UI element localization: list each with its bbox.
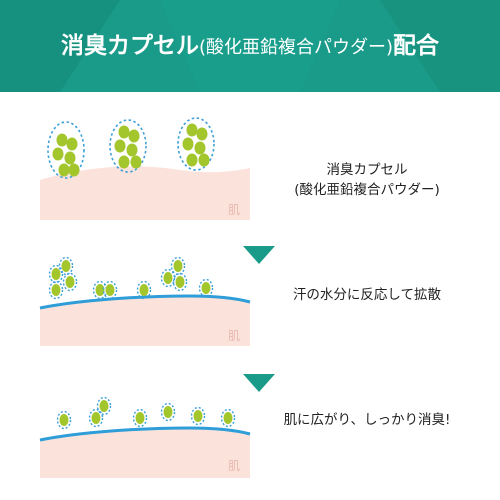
capsule-single-1 — [136, 280, 152, 300]
banner-title-end: 配合 — [393, 33, 440, 59]
capsule-cluster-2 — [109, 119, 147, 173]
step-1-illustration: 肌 — [40, 117, 250, 220]
banner-pattern — [0, 0, 500, 92]
step-3-skin-label: 肌 — [228, 459, 240, 473]
capsule-single-2 — [198, 278, 214, 298]
step-1-text-line2: (酸化亜鉛複合パウダー) — [294, 182, 440, 198]
capsule-cluster-5 — [160, 256, 188, 292]
step-1-text-line1: 消臭カプセル — [326, 162, 408, 178]
step-2-skin-label: 肌 — [228, 329, 240, 343]
capsule-cluster-4 — [48, 256, 78, 300]
step-1-skin-label: 肌 — [228, 203, 240, 217]
step-2-svg: 肌 — [39, 256, 251, 346]
step-3-text-line1: 肌に広がり、しっかり消臭! — [283, 412, 451, 428]
step-1-text: 消臭カプセル (酸化亜鉛複合パウダー) — [262, 160, 472, 200]
step-3-text: 肌に広がり、しっかり消臭! — [262, 410, 472, 430]
spread-capsules — [56, 396, 236, 430]
step-2-illustration: 肌 — [39, 246, 251, 346]
step-2-text-line1: 汗の水分に反応して拡散 — [292, 287, 442, 303]
capsule-cluster-1 — [47, 121, 85, 179]
banner-title-paren: (酸化亜鉛複合パウダー) — [198, 37, 394, 58]
header-banner: 消臭カプセル(酸化亜鉛複合パウダー)配合 — [0, 0, 500, 92]
step-2-text: 汗の水分に反応して拡散 — [262, 285, 472, 305]
triangle-down-icon — [243, 246, 275, 264]
step-1-svg: 肌 — [40, 117, 250, 220]
step-3-illustration: 肌 — [39, 378, 251, 478]
capsule-pair-1 — [92, 280, 118, 300]
step-3-svg: 肌 — [39, 396, 251, 478]
banner-title: 消臭カプセル(酸化亜鉛複合パウダー)配合 — [0, 26, 500, 68]
triangle-down-icon — [243, 374, 275, 392]
capsule-cluster-3 — [177, 117, 215, 171]
banner-title-main: 消臭カプセル — [60, 33, 199, 59]
